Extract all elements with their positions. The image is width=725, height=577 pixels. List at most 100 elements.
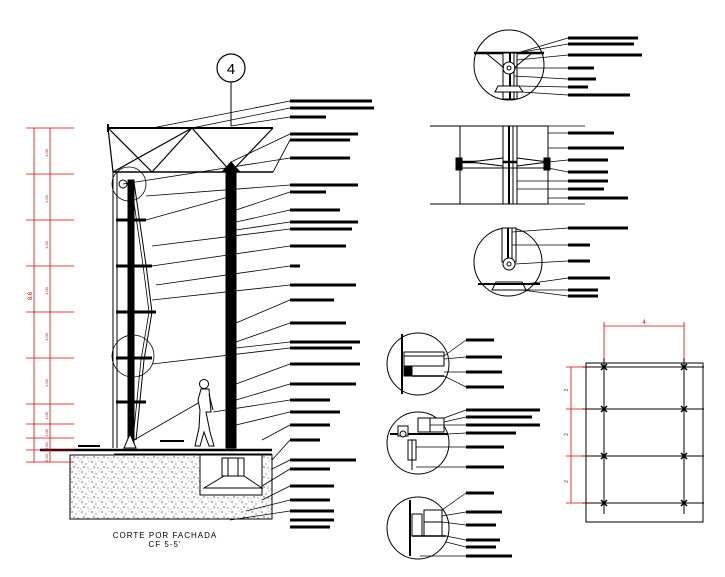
detail-note-bar	[568, 259, 590, 263]
detail-note-bar	[568, 93, 630, 97]
detail-leader-line	[441, 492, 467, 511]
detail-leader-line	[521, 289, 569, 297]
detail-leader-line	[516, 37, 569, 54]
detail-leader-line	[445, 535, 467, 541]
detail-base-node	[473, 227, 543, 297]
plan-nodes	[600, 363, 688, 507]
note-bar	[290, 518, 334, 522]
detail-leader-line	[447, 432, 467, 435]
detail-glass-joint	[430, 125, 551, 205]
detail-note-bar	[568, 288, 598, 292]
note-bar	[290, 525, 330, 529]
note-bar	[290, 156, 350, 160]
leader-line	[261, 485, 291, 501]
dimension-ticks	[26, 127, 74, 463]
leader-line	[151, 245, 291, 267]
detail-profile-b	[386, 411, 450, 475]
person-figure	[194, 379, 215, 447]
detail-note-bar	[466, 423, 540, 427]
detail-note-bar	[568, 85, 588, 89]
floor-slab	[40, 448, 273, 520]
plan-node	[600, 499, 608, 507]
detail-leader-line	[443, 375, 467, 388]
detail-note-bar	[466, 415, 532, 419]
detail-leader-line	[514, 260, 569, 265]
dimension-segment-label: 0.30	[44, 453, 49, 462]
note-bar	[290, 410, 340, 414]
detail-note-bar	[466, 554, 512, 558]
detail-leaders	[416, 37, 585, 557]
leader-line	[151, 228, 291, 247]
detail-note-bar	[466, 370, 502, 374]
leader-line	[235, 411, 291, 426]
note-bar	[290, 138, 350, 142]
leader-line	[235, 191, 291, 211]
leader-line	[151, 100, 291, 129]
note-bar	[290, 509, 334, 513]
leader-line	[230, 116, 291, 127]
plan-node	[600, 452, 608, 460]
detail-note-bar	[466, 538, 500, 542]
plan-dim-side-label: 2	[564, 480, 570, 483]
leader-line	[261, 468, 291, 487]
note-bar	[290, 183, 358, 187]
detail-leader-line	[443, 356, 467, 360]
leader-line	[122, 157, 291, 185]
detail-note-bar	[568, 276, 610, 280]
detail-note-bar	[568, 77, 596, 81]
main-column	[220, 161, 242, 449]
dimension-segment-labels: 1.001.001.001.001.001.001.001.000.600.30	[44, 148, 49, 462]
note-bar	[290, 106, 374, 110]
note-bar	[290, 484, 334, 488]
detail-note-bar	[466, 545, 496, 549]
note-bar	[290, 438, 320, 442]
dimension-total-label: 8.6	[28, 291, 34, 300]
detail-note-bar	[466, 465, 504, 469]
detail-leader-line	[518, 85, 569, 88]
detail-note-bar	[466, 431, 516, 435]
section-caption: CORTE POR FACHADA CF 5-5'	[90, 531, 240, 549]
grid-bubble-label: 4	[227, 61, 235, 78]
detail-leader-line	[513, 75, 569, 80]
plan-node	[680, 452, 688, 460]
plan-node	[680, 363, 688, 371]
leader-line	[235, 221, 291, 231]
dimension-segment-label: 1.00	[44, 286, 49, 295]
detail-leader-line	[525, 277, 569, 285]
note-bar	[290, 398, 330, 402]
leader-line	[145, 184, 291, 197]
detail-leader-line	[516, 43, 569, 54]
detail-profile-a	[386, 332, 450, 396]
section-caption-subtitle: CF 5-5'	[148, 540, 182, 549]
detail-leader-line	[511, 227, 569, 233]
elevation-leaders	[122, 100, 291, 521]
note-bar	[290, 346, 352, 350]
base-level-marks	[78, 440, 184, 447]
detail-leader-line	[516, 54, 569, 61]
dimension-segment-label: 1.00	[44, 240, 49, 249]
leader-line	[245, 499, 291, 512]
note-bar	[290, 298, 334, 302]
leader-line	[235, 299, 291, 324]
leader-line	[151, 347, 291, 365]
note-bar	[290, 362, 360, 366]
leader-line	[235, 341, 291, 349]
plan-dim-side-label: 2	[564, 433, 570, 436]
note-bar	[290, 458, 356, 462]
detail-note-bar	[466, 338, 494, 342]
detail-note-bar	[466, 355, 502, 359]
note-bar	[290, 340, 360, 344]
plan-node	[600, 405, 608, 413]
note-bar	[290, 283, 356, 287]
note-bar	[290, 208, 340, 212]
detail-note-bar	[568, 146, 624, 150]
leader-line	[271, 439, 291, 461]
detail-leader-line	[443, 416, 467, 423]
note-bar	[290, 423, 330, 427]
plan-node	[600, 363, 608, 371]
plan-dim-side-label: 2	[564, 388, 570, 391]
detail-note-bar	[466, 408, 540, 412]
section-caption-title: CORTE POR FACHADA	[112, 531, 218, 540]
detail-leader-line	[547, 159, 569, 163]
leader-line	[235, 383, 291, 401]
